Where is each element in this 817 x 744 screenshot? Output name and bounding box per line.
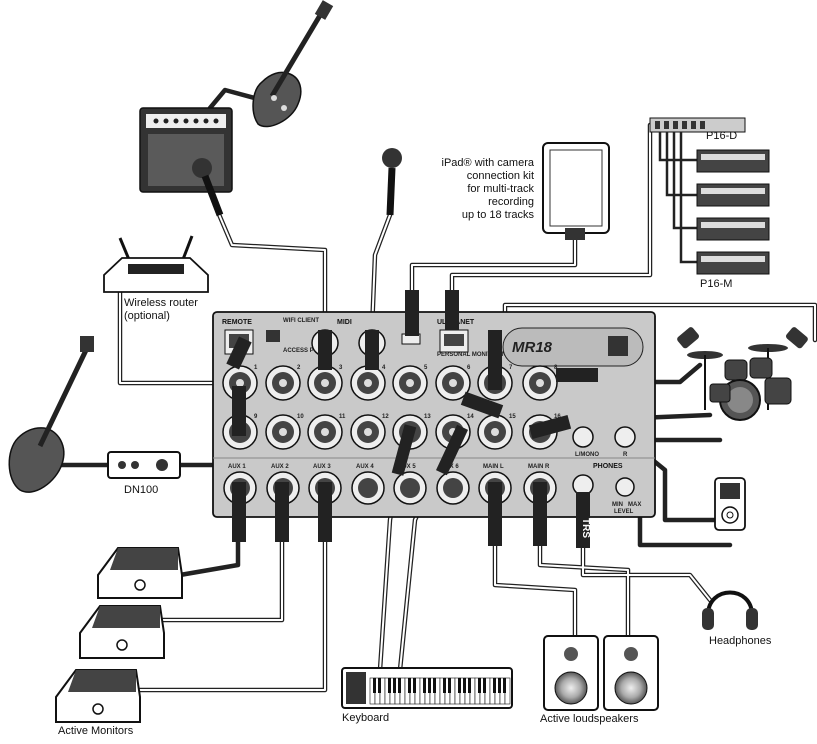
line-l-label: L/MONO xyxy=(575,452,599,458)
line-in-l-jack[interactable] xyxy=(572,426,594,448)
p16-m-label: P16-M xyxy=(700,278,733,290)
access-point-label: ACCESS POINT xyxy=(283,348,328,354)
input-number-label: 7 xyxy=(509,365,513,371)
line-in-r-jack[interactable] xyxy=(614,426,636,448)
p16-m-unit-2 xyxy=(696,183,770,207)
trs-label: TRS xyxy=(576,518,591,538)
headphones-icon xyxy=(702,590,758,630)
wifi-mode-switch[interactable] xyxy=(266,330,280,342)
vocal-mic-icon xyxy=(382,148,402,216)
p16-m-units xyxy=(696,149,770,275)
active-monitor-1-icon xyxy=(97,547,183,599)
wireless-router-label: Wireless router (optional) xyxy=(124,297,198,322)
level-label: LEVEL xyxy=(614,509,634,515)
active-monitors-label: Active Monitors xyxy=(58,725,134,737)
active-monitor-3-icon xyxy=(55,669,141,723)
output-label: AUX 2 xyxy=(271,464,289,470)
wireless-router-icon xyxy=(103,235,209,293)
output-label: AUX 4 xyxy=(356,464,374,470)
ipad-icon xyxy=(542,142,610,240)
input-number-label: 5 xyxy=(424,365,428,371)
input-number-label: 10 xyxy=(297,414,304,420)
plugs xyxy=(226,290,598,548)
output-jack-aux-4[interactable] xyxy=(351,471,385,505)
active-monitor-2-icon xyxy=(79,605,165,659)
output-label: AUX 3 xyxy=(313,464,331,470)
cable-bass xyxy=(57,445,111,468)
drum-kit-icon xyxy=(677,327,808,421)
dn100-icon xyxy=(107,451,181,479)
output-label: MAIN R xyxy=(528,464,550,470)
output-jack-aux-5[interactable] xyxy=(393,471,427,505)
cable-aux1 xyxy=(177,537,241,578)
input-number-label: 4 xyxy=(382,365,386,371)
input-jack-4[interactable] xyxy=(350,365,386,401)
input-number-label: 2 xyxy=(297,365,301,371)
input-jack-2[interactable] xyxy=(265,365,301,401)
output-label: MAIN L xyxy=(483,464,504,470)
input-jack-15[interactable] xyxy=(477,414,513,450)
input-number-label: 14 xyxy=(467,414,474,420)
input-number-label: 15 xyxy=(509,414,516,420)
p16-d-label: P16-D xyxy=(706,130,738,142)
electric-guitar-icon xyxy=(252,0,334,128)
input-jack-3[interactable] xyxy=(307,365,343,401)
input-number-label: 12 xyxy=(382,414,389,420)
input-number-label: 1 xyxy=(254,365,258,371)
input-number-label: 3 xyxy=(339,365,343,371)
amp-mic-icon xyxy=(192,158,224,217)
ipod-icon xyxy=(714,477,746,531)
input-number-label: 9 xyxy=(254,414,258,420)
wifi-client-label: WIFI CLIENT xyxy=(283,318,319,324)
phones-header: PHONES xyxy=(593,463,623,470)
p16-d-icon xyxy=(649,117,746,133)
loudspeaker-right-icon xyxy=(603,635,659,711)
cable-main-l xyxy=(492,542,578,643)
keyboard-icon xyxy=(341,667,513,709)
personal-monitoring-label: PERSONAL MONITORING xyxy=(437,352,511,358)
cable-ipad xyxy=(409,235,578,303)
guitar-amp-icon xyxy=(139,107,233,193)
input-jack-8[interactable] xyxy=(522,365,558,401)
ipad-label: iPad® with camera connection kit for mul… xyxy=(441,157,534,221)
input-number-label: 11 xyxy=(339,414,346,420)
keyboard-keys xyxy=(369,677,511,705)
input-jack-12[interactable] xyxy=(350,414,386,450)
input-jack-5[interactable] xyxy=(392,365,428,401)
dn100-label: DN100 xyxy=(124,484,159,496)
level-max-label: MAX xyxy=(628,502,641,508)
input-jack-6[interactable] xyxy=(435,365,471,401)
output-label: AUX 1 xyxy=(228,464,246,470)
output-label: AUX 5 xyxy=(398,464,416,470)
loudspeaker-left-icon xyxy=(543,635,599,711)
p16-cables xyxy=(658,132,697,264)
output-jack-aux-6[interactable] xyxy=(436,471,470,505)
keyboard-label: Keyboard xyxy=(342,712,390,724)
cable-guitar-amp xyxy=(207,87,265,111)
input-number-label: 13 xyxy=(424,414,431,420)
remote-header: REMOTE xyxy=(222,319,252,326)
p16-m-unit-1 xyxy=(696,149,770,173)
input-number-label: 6 xyxy=(467,365,471,371)
active-loudspeakers-label: Active loudspeakers xyxy=(540,713,639,725)
input-number-label: 16 xyxy=(554,414,561,420)
p16-m-unit-3 xyxy=(696,217,770,241)
bass-guitar-icon xyxy=(8,336,94,493)
p16-m-unit-4 xyxy=(696,251,770,275)
headphones-label: Headphones xyxy=(709,635,772,647)
phones-level-knob[interactable] xyxy=(615,477,635,497)
midi-header: MIDI xyxy=(337,319,352,326)
mixer-model-logo: MR18 xyxy=(512,339,553,356)
input-jack-10[interactable] xyxy=(265,414,301,450)
line-r-label: R xyxy=(623,452,628,458)
level-min-label: MIN xyxy=(612,502,623,508)
input-jack-11[interactable] xyxy=(307,414,343,450)
